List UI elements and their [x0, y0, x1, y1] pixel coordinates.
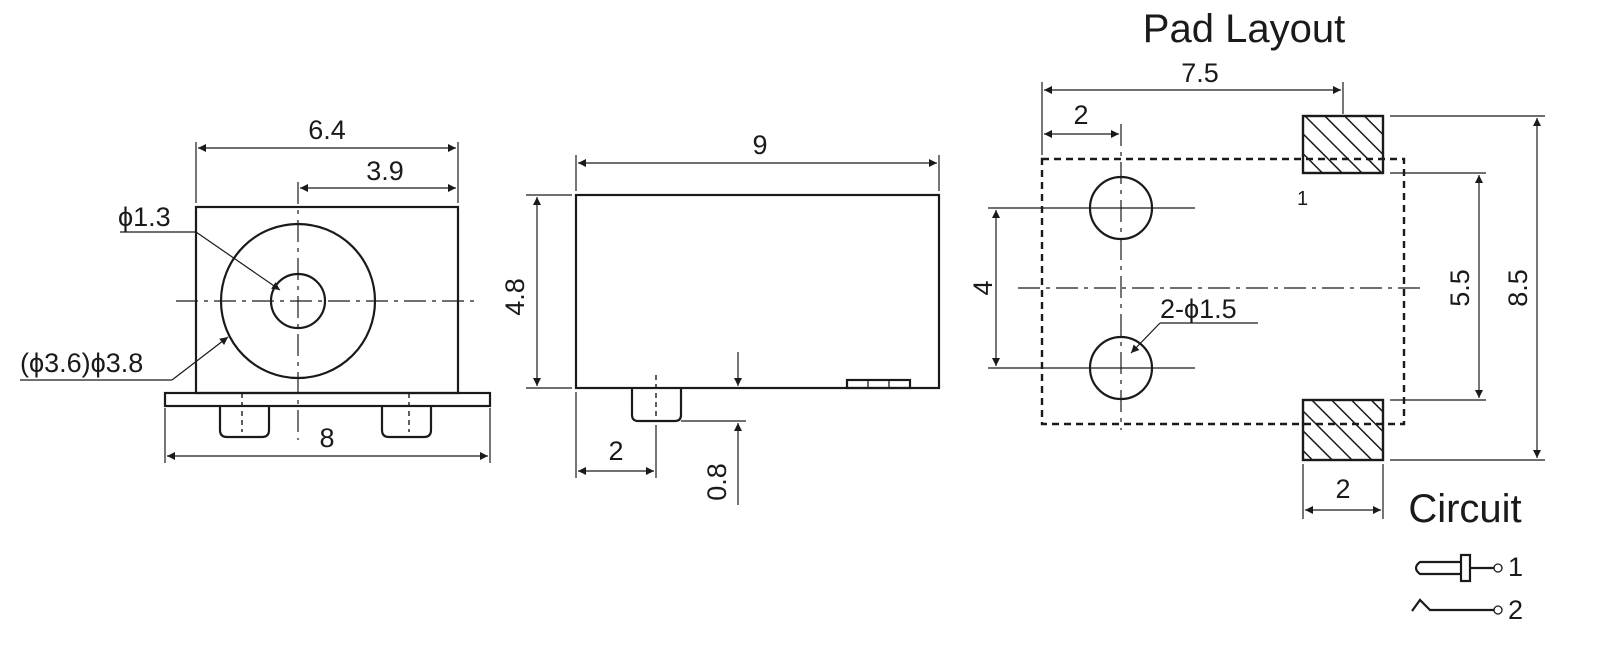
side-view: 9 4.8 2 0.8: [500, 130, 941, 505]
leader-pin-hole: [195, 231, 281, 291]
footprint-outline: [1040, 157, 1406, 426]
dim-overall-height: 8.5: [1503, 269, 1533, 307]
pad-layout-title: Pad Layout: [1143, 7, 1345, 51]
leader-hole: [1130, 322, 1161, 354]
pad-1-label: 1: [1297, 188, 1308, 210]
front-foot-left: [218, 406, 271, 439]
front-body-outline: [194, 205, 460, 395]
dim-length: 9: [752, 130, 767, 160]
circuit-pin-2: 2: [1508, 595, 1523, 625]
circuit-terminal-2: [1493, 605, 1503, 615]
circuit-title: Circuit: [1408, 487, 1521, 531]
dim-overall-width: 7.5: [1181, 58, 1219, 88]
pad-layout: Pad Layout 1 7.5 2 4 2-ϕ1.5 5.5: [968, 7, 1545, 519]
dim-body-width: 6.4: [308, 115, 346, 145]
circuit-pin-1: 1: [1508, 552, 1523, 582]
circuit-pin-symbol: [1414, 560, 1461, 576]
dim-flange-width: 8: [319, 423, 334, 453]
side-contacts: [845, 378, 912, 390]
front-view: 6.4 3.9 ϕ1.3 (ϕ3.6)ϕ3.8 8: [20, 115, 492, 463]
dim-pin-hole: ϕ1.3: [118, 202, 171, 232]
side-body-outline: [574, 193, 941, 390]
circuit-pin-collar: [1459, 553, 1472, 583]
front-flange: [163, 391, 492, 408]
dim-center-offset: 3.9: [366, 156, 404, 186]
pad-1: [1301, 114, 1385, 175]
front-foot-right: [380, 406, 433, 439]
pad-2: [1301, 398, 1385, 462]
dim-hole-offset: 2: [1073, 100, 1088, 130]
side-peg: [630, 388, 683, 423]
dim-standoff: 0.8: [702, 463, 732, 501]
dim-outer-ring: (ϕ3.6)ϕ3.8: [20, 348, 143, 378]
dim-inner-height: 5.5: [1445, 269, 1475, 307]
circuit-spring-symbol: [1411, 598, 1494, 612]
dim-hole-label: 2-ϕ1.5: [1160, 294, 1237, 324]
dim-hole-spacing: 4: [968, 280, 998, 295]
dim-height: 4.8: [500, 278, 530, 316]
circuit: Circuit 1 2: [1408, 487, 1523, 625]
circuit-terminal-1: [1493, 563, 1503, 573]
dim-pad-width: 2: [1335, 474, 1350, 504]
dim-peg-offset: 2: [608, 436, 623, 466]
leader-outer-ring: [171, 336, 229, 381]
